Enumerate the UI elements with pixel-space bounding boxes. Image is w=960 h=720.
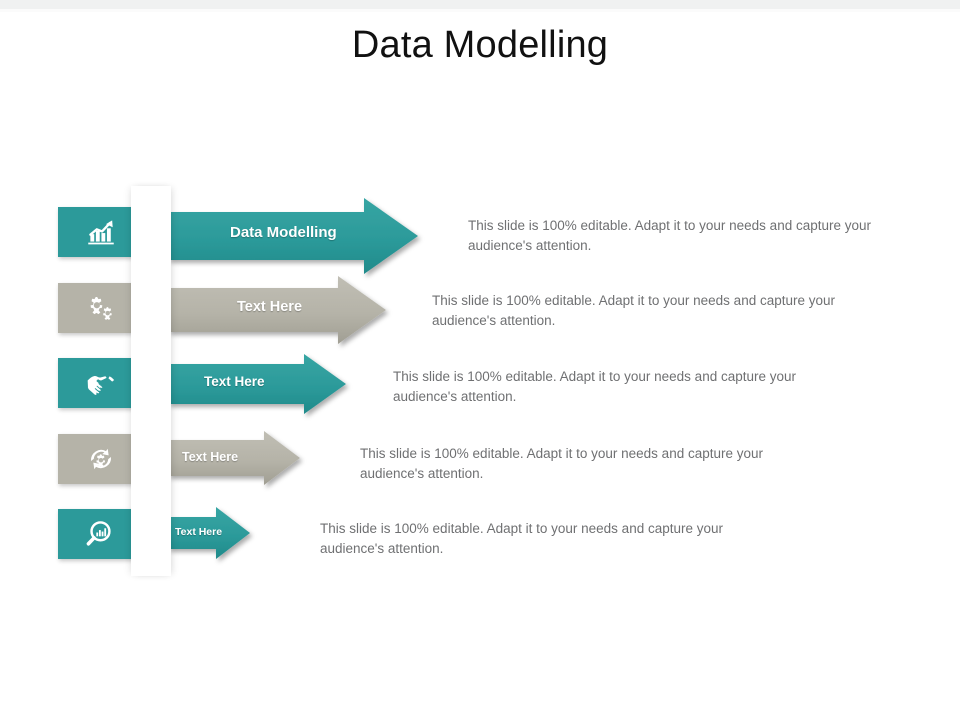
body-text-row-2: This slide is 100% editable. Adapt it to… [432, 293, 835, 328]
handshake-icon [84, 366, 118, 400]
icon-box-row-1[interactable] [58, 207, 144, 257]
growth-chart-icon [84, 215, 118, 249]
top-strip [0, 0, 960, 9]
refresh-gear-icon [84, 442, 118, 476]
arrow-row-4[interactable]: Text Here [168, 431, 302, 485]
arrow-shape-1 [168, 198, 418, 274]
body-text-row-4: This slide is 100% editable. Adapt it to… [360, 446, 763, 481]
arrow-shape-2 [168, 276, 386, 344]
body-text-row-1: This slide is 100% editable. Adapt it to… [468, 218, 871, 253]
arrow-row-2[interactable]: Text Here [168, 276, 388, 344]
icon-box-row-5[interactable] [58, 509, 144, 559]
arrow-row-5[interactable]: Text Here [168, 505, 252, 561]
magnifier-chart-icon [84, 517, 118, 551]
top-strip-secondary [0, 9, 960, 12]
arrow-row-3[interactable]: Text Here [168, 354, 348, 414]
body-text-row-3: This slide is 100% editable. Adapt it to… [393, 369, 796, 404]
arrow-shape-4 [168, 431, 300, 485]
gears-icon [84, 291, 118, 325]
icon-box-row-2[interactable] [58, 283, 144, 333]
icon-box-row-4[interactable] [58, 434, 144, 484]
body-text-row-5: This slide is 100% editable. Adapt it to… [320, 521, 723, 556]
icon-box-row-3[interactable] [58, 358, 144, 408]
arrow-shape-5 [168, 507, 250, 559]
page-title: Data Modelling [351, 24, 609, 66]
column-separator-band [131, 186, 171, 576]
arrow-shape-3 [168, 354, 346, 414]
arrow-row-1[interactable]: Data Modelling [168, 198, 420, 274]
